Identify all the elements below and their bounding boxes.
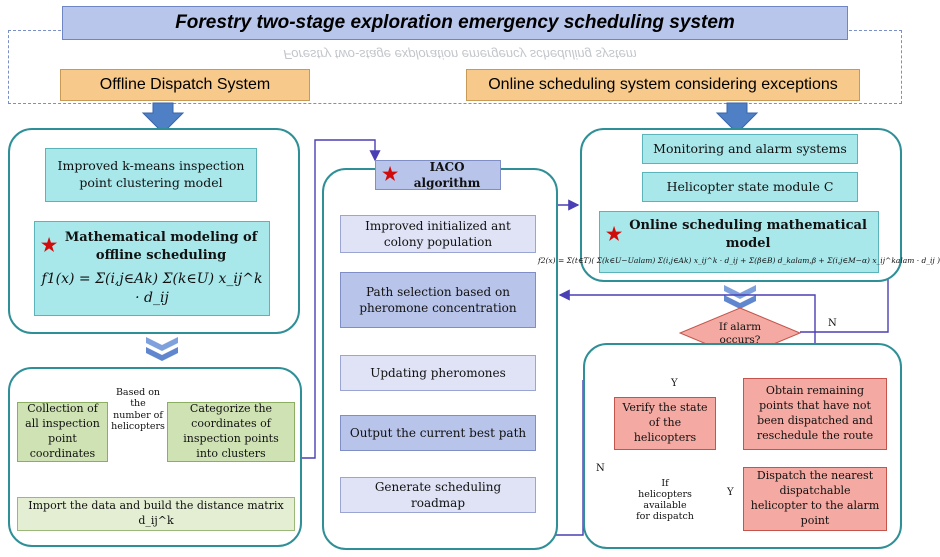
verify-box: Verify the state of the helicopters [614, 397, 716, 450]
edge-label-helicopters: Based on the number of helicopters [111, 387, 165, 433]
kmeans-model-box: Improved k-means inspection point cluste… [45, 148, 257, 202]
no-label-alarm: N [828, 318, 837, 329]
available-question: If helicopters available for dispatch [636, 478, 694, 522]
dispatch-box: Dispatch the nearest dispatchable helico… [743, 467, 887, 531]
iaco-step-3: Updating pheromones [340, 355, 536, 391]
chevron-offline-1 [146, 337, 178, 351]
offline-modeling-box: ★ Mathematical modeling of offline sched… [34, 221, 270, 316]
chevron-online-1 [724, 285, 756, 299]
helicopter-state-box: Helicopter state module C [642, 172, 858, 202]
alarm-question: If alarm occurs? [718, 321, 762, 346]
page-title: Forestry two-stage exploration emergency… [62, 6, 848, 40]
monitoring-box: Monitoring and alarm systems [642, 134, 858, 164]
title-reflection: Forestry two-stage exploration emergency… [283, 47, 637, 62]
iaco-step-4: Output the current best path [340, 415, 536, 451]
iaco-title-box: ★ IACO algorithm [375, 160, 501, 190]
iaco-title: IACO algorithm [413, 159, 481, 190]
online-system-header: Online scheduling system considering exc… [466, 69, 860, 101]
yes-label-alarm: Y [671, 378, 678, 389]
yes-label-available: Y [727, 487, 734, 498]
iaco-step-5: Generate scheduling roadmap [340, 477, 536, 513]
offline-formula: f1(x) = Σ(i,j∈Ak) Σ(k∈U) x_ij^k · d_ij [41, 271, 263, 307]
online-model-box: ★ Online scheduling mathematical model f… [538, 211, 940, 273]
chevron-offline-2 [146, 347, 178, 361]
iaco-step-1: Improved initialized ant colony populati… [340, 215, 536, 253]
star-icon: ★ [41, 235, 58, 257]
star-icon: ★ [382, 163, 399, 185]
categorize-box: Categorize the coordinates of inspection… [167, 402, 295, 462]
offline-system-header: Offline Dispatch System [60, 69, 310, 101]
import-box: Import the data and build the distance m… [17, 497, 295, 531]
offline-modeling-title: Mathematical modeling of offline schedul… [64, 230, 258, 263]
no-label-available: N [596, 463, 605, 474]
obtain-box: Obtain remaining points that have not be… [743, 378, 887, 450]
collection-box: Collection of all inspection point coord… [17, 402, 108, 462]
online-model-title: Online scheduling mathematical model [629, 218, 867, 251]
iaco-step-2: Path selection based on pheromone concen… [340, 272, 536, 328]
chevron-online-2 [724, 295, 756, 309]
star-icon: ★ [606, 223, 623, 245]
online-formula: f2(x) = Σ(t∈T)( Σ(k∈U−Ualam) Σ(i,j∈Ak) x… [537, 256, 940, 266]
